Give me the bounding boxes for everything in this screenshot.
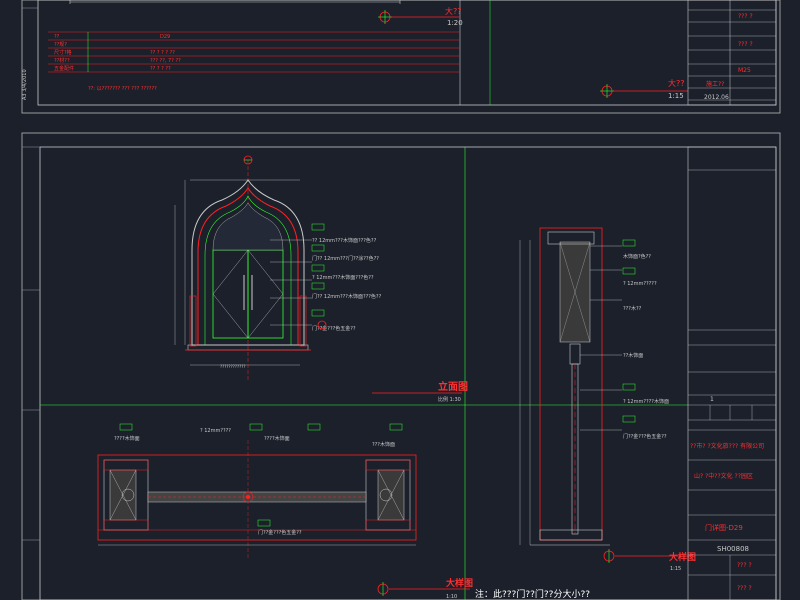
top-project-code: M25	[738, 67, 751, 74]
client-name: ??市? ?文化旅??? 有限公司	[690, 442, 764, 450]
main-sheet: ?? 12mm???木饰面???色?? 门?? 12mm???门??涂??色??…	[21, 132, 781, 600]
section-callout: 木饰面?色??	[623, 253, 651, 260]
scale-label-1: 大??	[445, 6, 462, 16]
table-row-label: ??	[54, 34, 60, 40]
door-plan-detail: ????木饰面 ? 12mm???? ????木饰面 ???木饰面 门??金??…	[97, 423, 417, 560]
top-date: 2012.06	[704, 94, 729, 101]
detail-title-1-text: 大样图	[669, 551, 696, 563]
door-section-detail: 木饰面?色?? ? 12mm????? ???木?? ??木饰面 ? 12mm?…	[519, 227, 669, 546]
top-designer: ??? ?	[738, 13, 753, 20]
elevation-title-text: 立面图	[438, 380, 468, 393]
svg-text:A3 3/4/2010: A3 3/4/2010	[22, 69, 28, 100]
title-block-top: ??? ? ??? ? M25 施工?? 2012.06	[687, 0, 777, 106]
callout-text: ? 12mm???木饰面???色??	[312, 274, 374, 281]
table-row-value: D29	[160, 34, 170, 40]
table-row-value: ??? ??, 7? ??	[150, 58, 181, 64]
scale-label-2: 大??	[668, 78, 685, 88]
drawing-name: 门详图-D29	[705, 523, 743, 532]
door-elevation: ?? 12mm???木饰面???色?? 门?? 12mm???门??涂??色??…	[174, 155, 382, 380]
spec-table: ?? D29 ??规? 尺寸?格 ?? ? ? ? ?? ??材?? ??? ?…	[48, 31, 460, 73]
section-callout: 门??金???色五金??	[623, 433, 667, 440]
plan-callout: ? 12mm????	[200, 428, 231, 434]
top-phase: 施工??	[706, 80, 724, 88]
plan-callout: 门??金???色五金??	[258, 529, 302, 536]
main-checker: ??? ?	[737, 585, 752, 592]
elevation-title: 立面图 比例 1:30	[372, 380, 468, 403]
plan-callout: ????木饰面	[114, 435, 140, 442]
callout-text: 门??金???色五金??	[312, 325, 356, 332]
title-block-main: 1 ??市? ?文化旅??? 有限公司 山? ?中??文化 ??园区 门详图-D…	[687, 146, 777, 600]
north-symbol-top	[378, 10, 392, 24]
table-row-value: ?? ? ? ??	[150, 66, 171, 72]
callout-text: ?? 12mm???木饰面???色??	[312, 237, 377, 244]
callout-text: 门?? 12mm???门??涂??色??	[312, 255, 379, 262]
drawing-code: SH00808	[717, 545, 749, 553]
plan-callout: ????木饰面	[264, 435, 290, 442]
detail-scale-2: 1:10	[446, 594, 457, 600]
detail-title-2-text: 大样图	[446, 577, 473, 589]
table-row-label: ??材??	[54, 57, 70, 64]
section-callout: ???木??	[623, 305, 642, 312]
table-row-label: ??规?	[54, 41, 67, 48]
table-row-label: 尺寸?格	[54, 49, 72, 56]
sheet-number: 1	[710, 396, 714, 403]
bottom-note: 注：此???门??门??分大小??	[475, 588, 590, 600]
elevation-scale: 比例 1:30	[438, 396, 461, 403]
scale-value-2: 1:15	[668, 92, 684, 100]
callout-text: 门?? 12mm???木饰面???色??	[312, 293, 382, 300]
north-symbol-top-2	[600, 84, 614, 98]
detail-title-2: 大样图 1:10 注：此???门??门??分大小??	[377, 577, 590, 600]
project-name: 山? ?中??文化 ??园区	[694, 472, 753, 480]
table-row-value: ?? ? ? ? ??	[150, 50, 175, 56]
section-callout: ? 12mm?????	[623, 281, 657, 287]
section-callout: ??木饰面	[623, 352, 643, 359]
top-sheet-note: ??: 以??????? ??? ??? ??????	[88, 86, 157, 92]
top-checker: ??? ?	[738, 41, 753, 48]
svg-text:????????????: ????????????	[220, 364, 245, 369]
elevation-callouts: ?? 12mm???木饰面???色?? 门?? 12mm???门??涂??色??…	[270, 223, 382, 332]
section-callout: ? 12mm????木饰面	[623, 398, 669, 405]
detail-title-1: 大样图 1:15	[603, 549, 696, 572]
table-row-label: 五金配件	[54, 65, 74, 72]
plan-callout: ???木饰面	[372, 441, 395, 448]
scale-value-1: 1:20	[447, 19, 463, 27]
main-designer: ??? ?	[737, 562, 752, 569]
top-sheet: A3 3/4/2010 大?? 1:20 大?? 1:15	[21, 0, 781, 114]
detail-scale-1: 1:15	[670, 566, 681, 572]
